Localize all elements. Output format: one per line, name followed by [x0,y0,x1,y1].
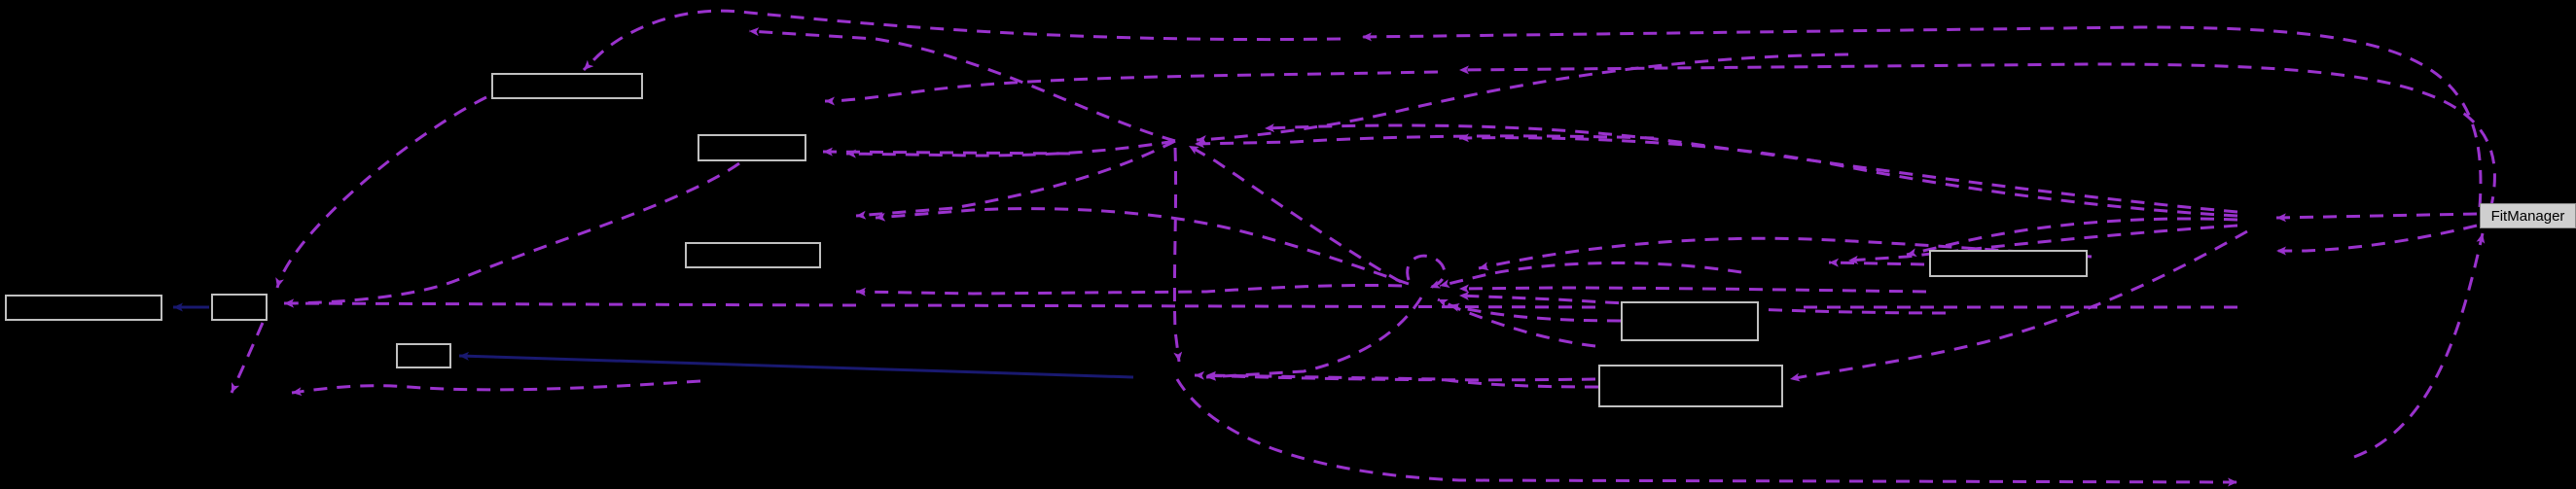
edge-node6-to-j3 [1205,370,1599,389]
edge-j2-to-j3 [1205,297,1423,381]
graph-node[interactable] [211,294,268,321]
edge-to-j2-upper [1439,261,1742,289]
edge-to-j1-from-right-a [1194,134,1655,149]
edge-fitmanager-to-node3-outer [1361,25,2483,208]
graph-node[interactable] [396,343,451,368]
edge-node8-to-j2 [1478,236,2093,271]
edge-arc-to-node4-right [824,70,1439,106]
graph-node[interactable] [491,73,643,99]
edge-j2-to-j1 [1188,144,1402,284]
edge-j2-left-up [875,207,1410,286]
graph-node[interactable] [1598,365,1783,407]
node-label: FitManager [2490,207,2565,225]
edge-j1-up-left [748,27,1176,143]
edge-to-node4-right-short [822,147,1071,157]
edge-j4-to-left-mid [1458,133,2238,218]
edge-arc-top-to-node3 [582,9,1342,72]
edge-node1-down-stub [230,322,265,394]
edge-node4-down-left [283,161,740,308]
edge-bottom-left-arc [291,379,701,397]
edge-to-j1-from-right-b [1196,52,1849,144]
graph-node[interactable] [1621,301,1759,341]
edge-to-j2-lower [1437,297,1596,348]
edge-to-j2-mid-a [1458,284,1927,294]
edge-j2-self-loop [1406,254,1447,290]
edge-j4-to-left-upper [1264,123,2238,214]
graph-node-fitmanager[interactable]: FitManager [2480,203,2576,228]
edge-j4-to-node8-left [1906,217,2238,258]
edge-j1-left-down [855,139,1176,220]
edge-j3-bottom-long [1175,378,2238,487]
edge-long-horizontal-to-node1 [284,303,2237,307]
edge-j1-left [845,139,1176,158]
graph-node[interactable] [698,134,806,161]
edge-bottom-to-fitmanager [2353,232,2486,459]
solid-edge-group [173,302,1134,379]
edge-j1-down-to-j3 [1172,147,1183,363]
edge-j3-to-node2 [458,351,1134,379]
edge-to-j3-right [1194,370,1596,382]
edge-node3-to-node1 [275,95,487,289]
edge-fitmanager-to-j4-low [2276,224,2478,256]
edge-j2-left-long [855,283,1403,297]
graph-node[interactable] [1929,250,2088,277]
edge-fitmanager-to-j4 [2275,212,2478,223]
graph-node[interactable] [5,295,162,321]
graph-node[interactable] [685,242,821,268]
edge-j4-to-node6 [1789,229,2248,382]
edge-fitmanager-to-node4-outer [1458,62,2496,211]
